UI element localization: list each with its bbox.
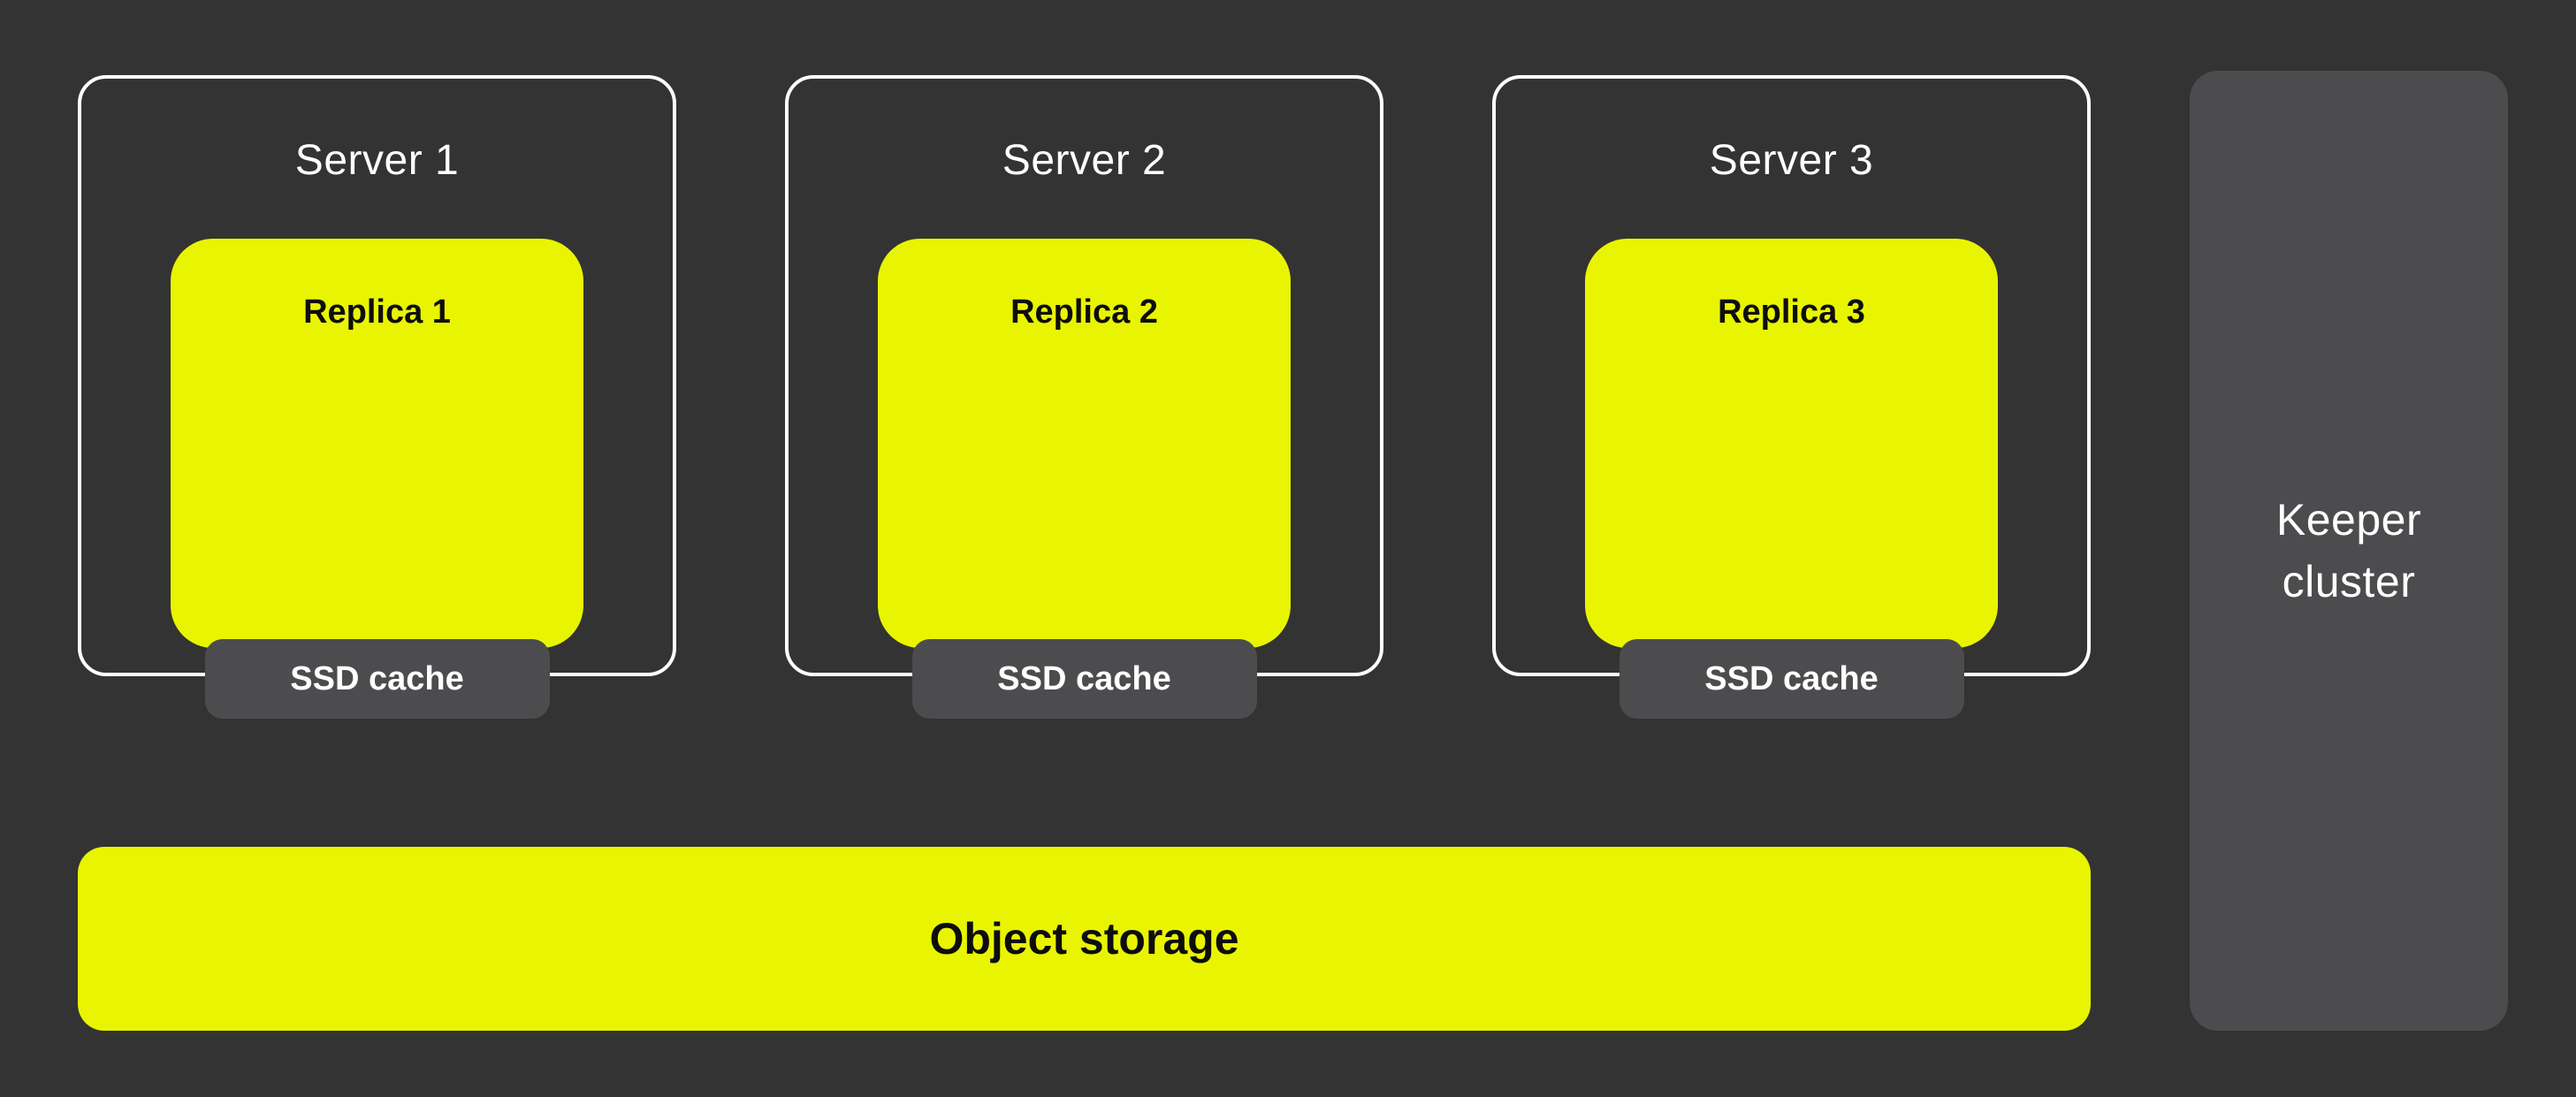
server-title: Server 3 [1709,137,1874,184]
replica-label: Replica 3 [1718,293,1865,331]
object-storage-bar: Object storage [78,847,2091,1031]
ssd-cache-badge: SSD cache [1619,639,1964,719]
replica-label: Replica 2 [1010,293,1158,331]
server-3-box: Server 3 Replica 3 SSD cache [1492,75,2091,719]
replica-label: Replica 1 [303,293,451,331]
keeper-cluster-label-line2: cluster [2282,557,2416,606]
replica-3-box: Replica 3 [1585,239,1998,648]
server-1-box: Server 1 Replica 1 SSD cache [78,75,676,719]
ssd-cache-badge: SSD cache [911,639,1257,719]
replica-1-box: Replica 1 [171,239,583,648]
server-2-box: Server 2 Replica 2 SSD cache [785,75,1383,719]
server-title: Server 1 [294,137,460,184]
keeper-cluster-label-line1: Keeper [2275,495,2422,545]
ssd-cache-badge: SSD cache [204,639,550,719]
keeper-cluster-box: Keeper cluster [2190,71,2508,1031]
replica-2-box: Replica 2 [878,239,1291,648]
server-title: Server 2 [1002,137,1167,184]
